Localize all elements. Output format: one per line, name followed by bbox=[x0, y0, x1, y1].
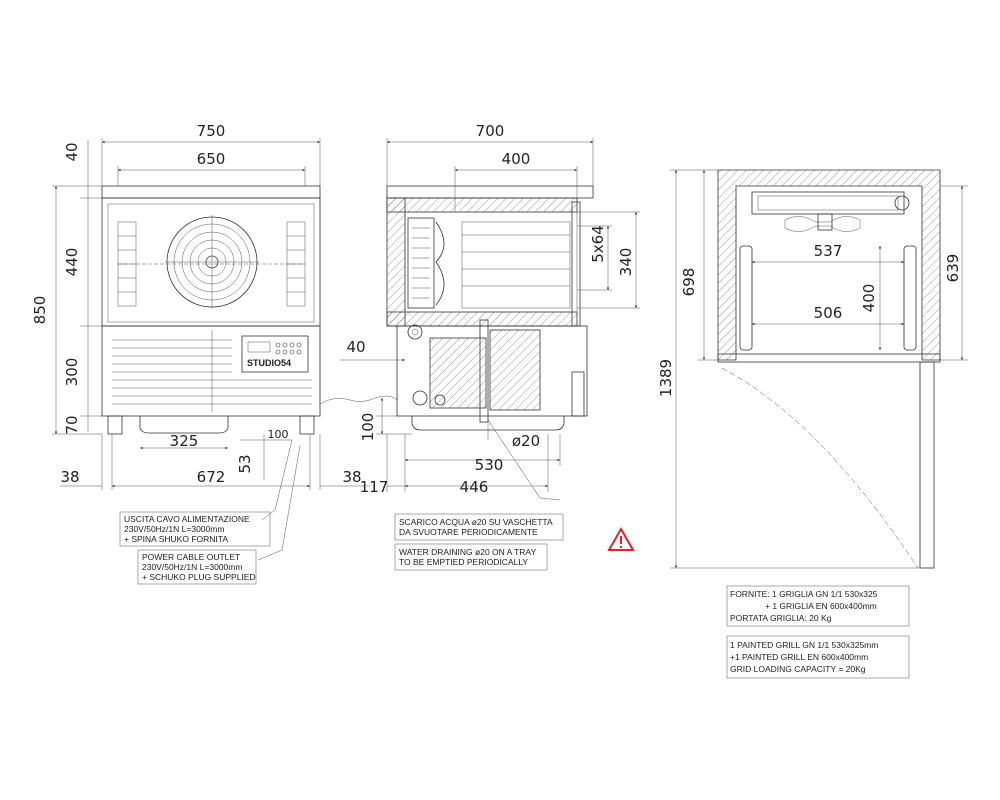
dim-front-h300: 300 bbox=[63, 358, 81, 387]
dim-side-5x64: 5x64 bbox=[589, 225, 607, 263]
dim-front-w38-left: 38 bbox=[60, 468, 79, 486]
dim-front-h440: 440 bbox=[63, 248, 81, 277]
dim-top-h698: 698 bbox=[680, 268, 698, 297]
note-water-en: WATER DRAINING ø20 ON A TRAY TO BE EMPTI… bbox=[394, 543, 548, 571]
note-water-it: SCARICO ACQUA ø20 SU VASCHETTA DA SVUOTA… bbox=[394, 513, 564, 541]
svg-text:PORTATA GRIGLIA: 20 Kg: PORTATA GRIGLIA: 20 Kg bbox=[730, 613, 832, 623]
note-power-it: USCITA CAVO ALIMENTAZIONE 230V/50Hz/1N L… bbox=[119, 511, 271, 547]
dim-front-h53: 53 bbox=[236, 454, 254, 473]
brand-logo: STUDIO54 bbox=[247, 358, 291, 368]
dim-side-h100: 100 bbox=[359, 413, 377, 442]
dim-front-w100: 100 bbox=[268, 428, 289, 441]
dim-front-w38-right: 38 bbox=[342, 468, 361, 486]
svg-text:230V/50Hz/1N L=3000mm: 230V/50Hz/1N L=3000mm bbox=[124, 524, 224, 534]
svg-text:GRID LOADING CAPACITY = 20Kg: GRID LOADING CAPACITY = 20Kg bbox=[730, 664, 866, 674]
dim-top-w537: 537 bbox=[814, 242, 843, 260]
dim-front-h70: 70 bbox=[63, 415, 81, 434]
svg-text:+ SPINA SHUKO FORNITA: + SPINA SHUKO FORNITA bbox=[124, 534, 228, 544]
svg-text:+ 1 GRIGLIA EN 600x400mm: + 1 GRIGLIA EN 600x400mm bbox=[765, 601, 877, 611]
dim-side-w446: 446 bbox=[460, 478, 489, 496]
note-grill-en: 1 PAINTED GRILL GN 1/1 530x325mm +1 PAIN… bbox=[726, 635, 910, 679]
front-view: STUDIO54 750 650 bbox=[31, 122, 399, 561]
dim-front-w325: 325 bbox=[170, 432, 199, 450]
note-power-en: POWER CABLE OUTLET 230V/50Hz/1N L=3000mm… bbox=[137, 549, 257, 585]
dim-front-width-750: 750 bbox=[197, 122, 226, 140]
svg-text:TO BE EMPTIED PERIODICALLY: TO BE EMPTIED PERIODICALLY bbox=[399, 557, 528, 567]
svg-text:FORNITE: 1 GRIGLIA GN 1/1 530x: FORNITE: 1 GRIGLIA GN 1/1 530x325 bbox=[730, 589, 878, 599]
dim-side-w40: 40 bbox=[346, 338, 365, 356]
svg-text:USCITA CAVO ALIMENTAZIONE: USCITA CAVO ALIMENTAZIONE bbox=[124, 514, 250, 524]
svg-text:DA SVUOTARE PERIODICAMENTE: DA SVUOTARE PERIODICAMENTE bbox=[399, 527, 538, 537]
dim-front-width-650: 650 bbox=[197, 150, 226, 168]
svg-text:1 PAINTED GRILL GN 1/1 530x3: 1 PAINTED GRILL GN 1/1 530x325mm bbox=[730, 640, 878, 650]
top-view: 537 506 400 698 639 1389 bbox=[657, 169, 968, 569]
dim-front-h850: 850 bbox=[31, 296, 49, 325]
fan-icon bbox=[165, 215, 259, 309]
svg-text:+ SCHUKO PLUG SUPPLIED: + SCHUKO PLUG SUPPLIED bbox=[142, 572, 256, 582]
dim-side-w530: 530 bbox=[475, 456, 504, 474]
svg-text:+1 PAINTED GRILL EN 600x400mm: +1 PAINTED GRILL EN 600x400mm bbox=[730, 652, 868, 662]
svg-text:230V/50Hz/1N L=3000mm: 230V/50Hz/1N L=3000mm bbox=[142, 562, 242, 572]
dim-side-w700: 700 bbox=[476, 122, 505, 140]
warning-triangle-icon bbox=[607, 526, 635, 551]
dim-top-h400: 400 bbox=[860, 284, 878, 313]
dim-side-w117: 117 bbox=[360, 478, 389, 496]
dim-front-h40: 40 bbox=[63, 142, 81, 161]
dim-top-w506: 506 bbox=[814, 304, 843, 322]
dim-front-w672: 672 bbox=[197, 468, 226, 486]
svg-text:POWER CABLE OUTLET: POWER CABLE OUTLET bbox=[142, 552, 240, 562]
dim-side-d20: ø20 bbox=[512, 432, 540, 450]
svg-text:SCARICO ACQUA ø20 SU VASCHETTA: SCARICO ACQUA ø20 SU VASCHETTA bbox=[399, 517, 553, 527]
dim-side-h340: 340 bbox=[617, 248, 635, 277]
note-grill-it: FORNITE: 1 GRIGLIA GN 1/1 530x325 + 1 GR… bbox=[726, 585, 910, 627]
svg-text:WATER DRAINING ø20 ON A TRAY: WATER DRAINING ø20 ON A TRAY bbox=[399, 547, 536, 557]
control-panel bbox=[241, 335, 309, 373]
dim-top-h1389: 1389 bbox=[657, 359, 675, 397]
dim-top-h639: 639 bbox=[944, 254, 962, 283]
dim-side-w400: 400 bbox=[502, 150, 531, 168]
side-view: 700 400 5x64 340 40 100 ø20 530 117 446 bbox=[340, 122, 640, 501]
